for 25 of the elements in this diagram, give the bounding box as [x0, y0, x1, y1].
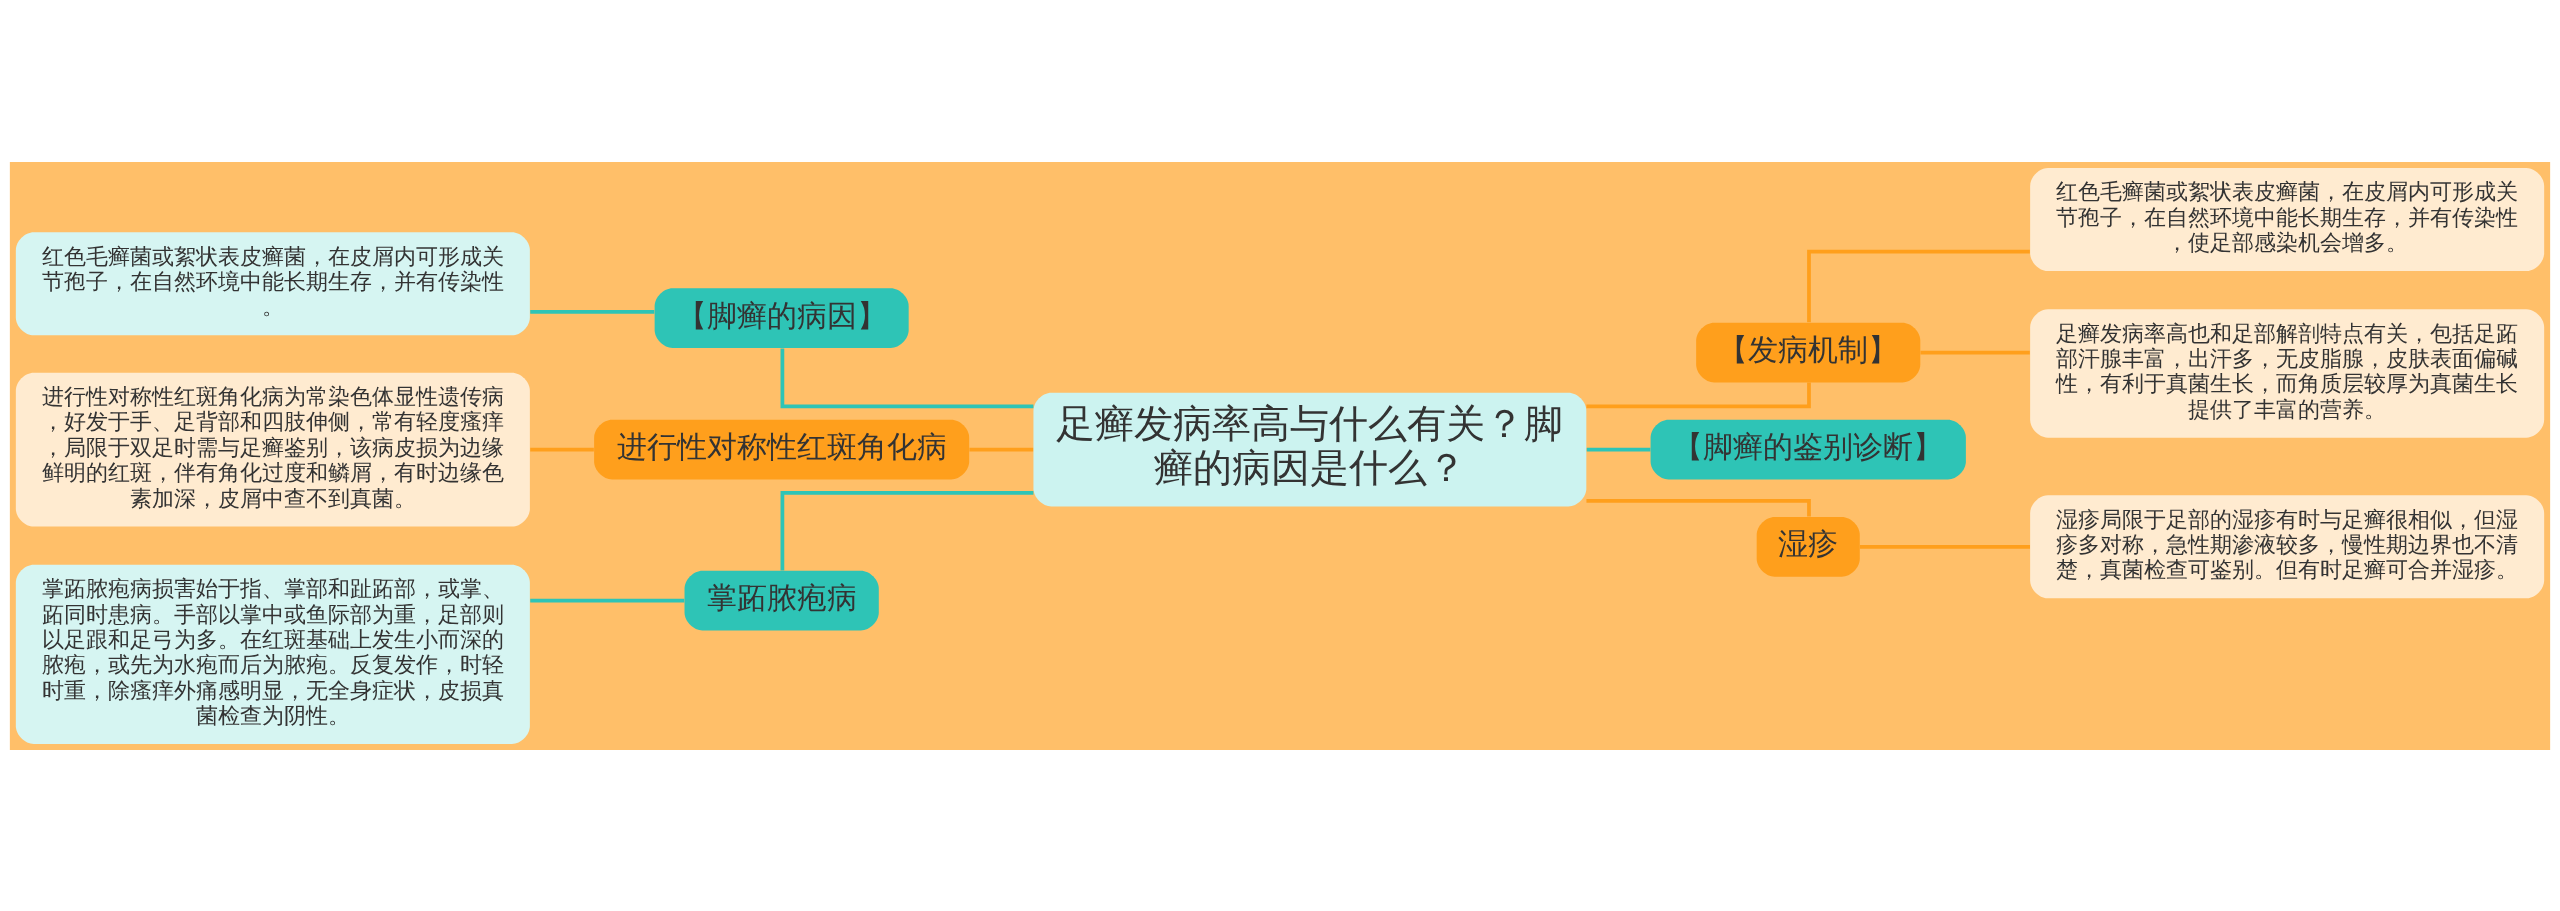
- connector: [969, 447, 1034, 451]
- connector: [780, 348, 1034, 408]
- node-box: 进行性对称性红斑角化病: [594, 419, 970, 480]
- node-box: 【脚癣的病因】: [654, 287, 909, 348]
- connector: [1807, 249, 2030, 322]
- connector: [1859, 544, 2030, 549]
- node-box: 掌跖脓疱病: [684, 570, 879, 630]
- connector: [780, 490, 1034, 571]
- connector: [530, 447, 594, 451]
- connector: [1586, 498, 1811, 516]
- node-box: 掌跖脓疱病损害始于指、掌部和趾跖部，或掌、跖同时患病。手部以掌中或鱼际部为重，足部则以足跟和足弓为多。在红斑基础上发生小而深的脓疱，或先为水疱而后为脓疱。反复发作，时轻时重，除瘙痒外痛感明显，无全身症状，皮损真菌检查为阴性。: [15, 564, 530, 744]
- node-box: 足癣发病率高与什么有关？脚癣的病因是什么？: [1033, 392, 1587, 506]
- node-box: 足癣发病率高也和足部解剖特点有关，包括足跖部汗腺丰富，出汗多，无皮脂腺，皮肤表面偏碱性，有利于真菌生长，而角质层较厚为真菌生长提供了丰富的营养。: [2030, 308, 2545, 438]
- connector: [1586, 382, 1811, 408]
- node-box: 红色毛癣菌或絮状表皮癣菌，在皮屑内可形成关节孢子，在自然环境中能长期生存，并有传染性。: [15, 231, 530, 335]
- node-box: 红色毛癣菌或絮状表皮癣菌，在皮屑内可形成关节孢子，在自然环境中能长期生存，并有传染性，使足部感染机会增多。: [2030, 167, 2545, 271]
- node-box: 湿疹局限于足部的湿疹有时与足癣很相似，但湿疹多对称，急性期渗液较多，慢性期边界也不清楚，真菌检查可鉴别。但有时足癣可合并湿疹。: [2030, 494, 2545, 598]
- node-box: 进行性对称性红斑角化病为常染色体显性遗传病，好发于手、足背部和四肢伸侧，常有轻度瘙痒，局限于双足时需与足癣鉴别，该病皮损为边缘鲜明的红斑，伴有角化过度和鳞屑，有时边缘色素加深，皮屑中查不到真菌。: [15, 372, 530, 527]
- node-box: 湿疹: [1756, 516, 1860, 577]
- node-box: 【发病机制】: [1696, 322, 1921, 382]
- connector: [1920, 350, 2030, 354]
- connector: [530, 309, 655, 314]
- connector: [530, 598, 685, 602]
- connector: [1586, 447, 1651, 451]
- node-box: 【脚癣的鉴别诊断】: [1650, 419, 1966, 480]
